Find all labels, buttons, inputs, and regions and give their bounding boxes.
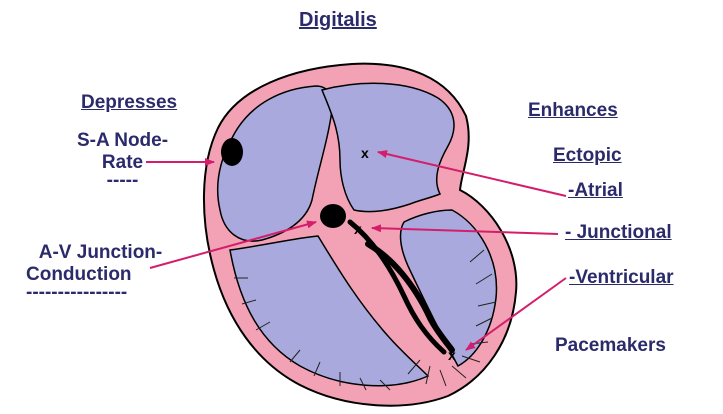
junctional-x-marker: x [354, 221, 362, 237]
atrial-x-marker: x [361, 145, 369, 161]
sa-node [221, 138, 243, 166]
av-node [320, 204, 346, 228]
ventricular-x-marker: x [448, 347, 456, 363]
